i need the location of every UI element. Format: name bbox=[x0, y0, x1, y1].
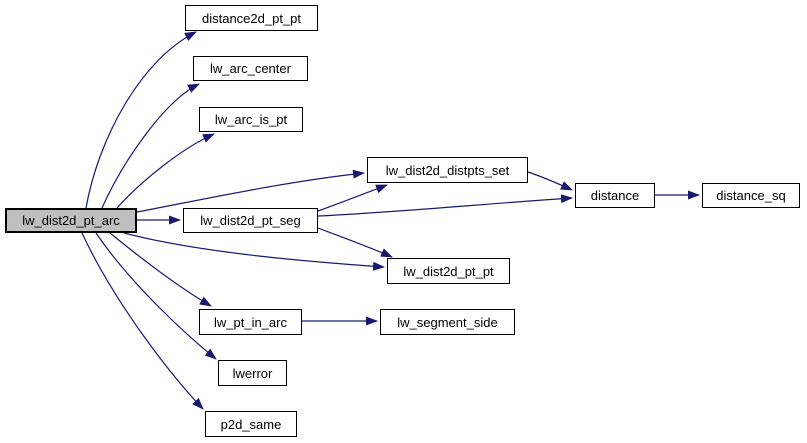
edge-root-to-p2d_same bbox=[81, 232, 204, 410]
edge-lw_dist2d_pt_seg-to-lw_dist2d_distpts_set bbox=[317, 184, 388, 212]
edge-root-to-lw_arc_center bbox=[101, 83, 200, 209]
node-lw_dist2d_distpts_set[interactable]: lw_dist2d_distpts_set bbox=[367, 157, 528, 183]
edge-lw_dist2d_pt_seg-to-distance bbox=[317, 194, 573, 217]
node-lw_dist2d_pt_pt[interactable]: lw_dist2d_pt_pt bbox=[387, 258, 510, 284]
edge-root-to-lw_pt_in_arc bbox=[109, 232, 212, 307]
edge-root-to-lwerror bbox=[95, 232, 217, 360]
node-distance_sq[interactable]: distance_sq bbox=[702, 183, 800, 208]
node-lw_arc_center[interactable]: lw_arc_center bbox=[193, 56, 308, 81]
edge-lw_dist2d_pt_seg-to-lw_dist2d_pt_pt bbox=[317, 227, 393, 258]
node-p2d_same[interactable]: p2d_same bbox=[205, 411, 297, 437]
edge-root-to-lw_arc_is_pt bbox=[116, 133, 215, 209]
node-lw_arc_is_pt[interactable]: lw_arc_is_pt bbox=[199, 107, 303, 132]
node-distance2d_pt_pt[interactable]: distance2d_pt_pt bbox=[185, 5, 318, 31]
edge-root-to-lw_dist2d_pt_pt bbox=[123, 232, 385, 271]
node-lw_segment_side[interactable]: lw_segment_side bbox=[380, 309, 515, 335]
edge-root-to-distance2d_pt_pt bbox=[85, 31, 197, 209]
node-lw_dist2d_pt_arc: lw_dist2d_pt_arc bbox=[5, 208, 137, 233]
node-lw_pt_in_arc[interactable]: lw_pt_in_arc bbox=[199, 309, 302, 335]
edge-lw_dist2d_distpts_set-to-distance bbox=[527, 171, 573, 191]
node-lwerror[interactable]: lwerror bbox=[218, 360, 287, 386]
node-lw_dist2d_pt_seg[interactable]: lw_dist2d_pt_seg bbox=[183, 208, 318, 233]
node-distance[interactable]: distance bbox=[575, 183, 655, 208]
edge-root-to-lw_dist2d_distpts_set bbox=[136, 169, 365, 213]
